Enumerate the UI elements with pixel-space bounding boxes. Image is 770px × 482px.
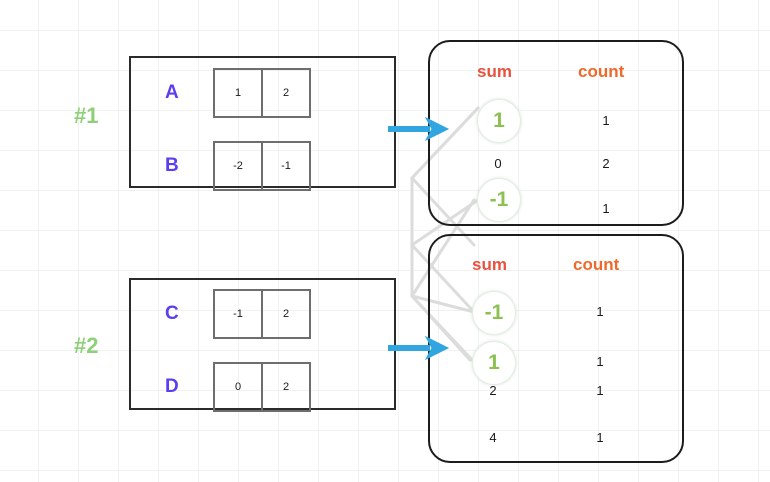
cell-D-0: 0	[213, 362, 263, 412]
agg-table-1-sum-0: 1	[477, 99, 521, 143]
partition-label-1: #1	[74, 103, 99, 128]
row-key-B: B	[165, 155, 179, 176]
agg-table-1-sum-2: -1	[477, 178, 521, 222]
row-key-A: A	[165, 82, 179, 103]
row-cells-D: 0 2	[213, 362, 311, 412]
agg-table-1-count-header: count	[578, 62, 625, 81]
row-key-D: D	[165, 376, 179, 397]
agg-table-2-sum-3: 4	[489, 430, 497, 445]
partition-label-2: #2	[74, 333, 99, 358]
agg-table-2-sum-header: sum	[472, 255, 507, 274]
agg-table-1	[428, 40, 684, 226]
agg-table-2-count-3: 1	[596, 430, 604, 445]
agg-table-1-count-2: 1	[602, 201, 610, 216]
agg-table-2-count-1: 1	[596, 354, 604, 369]
row-cells-B: -2 -1	[213, 141, 311, 191]
agg-table-1-count-1: 2	[602, 156, 610, 171]
agg-table-2-count-2: 1	[596, 383, 604, 398]
cell-B-0: -2	[213, 141, 263, 191]
row-cells-C: -1 2	[213, 289, 311, 339]
cell-C-1: 2	[261, 289, 311, 339]
cell-D-1: 2	[261, 362, 311, 412]
agg-table-2-sum-0: -1	[472, 291, 516, 335]
cell-A-1: 2	[261, 68, 311, 118]
row-key-C: C	[165, 303, 179, 324]
cell-B-1: -1	[261, 141, 311, 191]
agg-table-2-sum-1: 1	[472, 341, 516, 385]
agg-table-2-sum-2: 2	[489, 383, 497, 398]
agg-table-1-sum-header: sum	[477, 62, 512, 81]
agg-table-2-count-header: count	[573, 255, 620, 274]
agg-table-2-count-0: 1	[596, 304, 604, 319]
cell-C-0: -1	[213, 289, 263, 339]
cell-A-0: 1	[213, 68, 263, 118]
agg-table-1-sum-1: 0	[494, 156, 502, 171]
agg-table-2	[428, 234, 684, 463]
agg-table-1-count-0: 1	[602, 113, 610, 128]
row-cells-A: 1 2	[213, 68, 311, 118]
